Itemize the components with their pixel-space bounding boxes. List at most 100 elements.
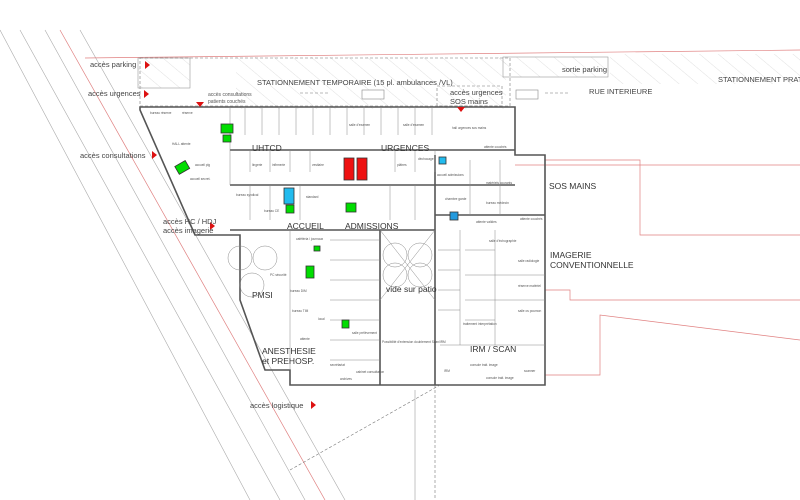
access-sos-label: SOS mains [450,97,488,106]
lift-red [343,157,355,181]
ambulance-icon [515,89,539,100]
access-consultations-label: accès consultations [80,151,146,160]
room-label: chambre garde [445,197,467,201]
stair-core [305,265,315,279]
access-arrows [144,61,465,409]
access-arrow-icon [152,151,157,159]
access-arrow-icon [457,107,465,112]
sortie-parking-label: sortie parking [562,65,607,74]
room-label: bureau TIM [292,309,309,313]
room-label: console trait. image [486,376,514,380]
zone-imagerie: CONVENTIONNELLE [550,260,634,270]
access-imagerie-label: accès imagerie [163,226,213,235]
room-label: IRM [444,369,450,373]
room-label: vestiaire [312,163,324,167]
parking-area-praticiens [610,54,800,84]
zone-patio: vide sur patio [386,284,437,294]
access-logistique-label: accès logistique [250,401,303,410]
room-label: bureau médecin [486,201,509,205]
stair-core [345,202,357,213]
access-consult-couches-label: accès consultations [208,92,252,98]
parking-p-icon [449,211,459,221]
stair-core [174,159,191,175]
rue-interieure-label: RUE INTERIEURE [589,87,652,96]
patio-void [379,229,436,301]
room-label: salle prélèvement [352,331,377,335]
room-label: cafétéria / journaux [296,237,324,241]
room-label: lingerie [252,163,263,167]
access-hc-hdj-label: accès HC / HDJ [163,217,217,226]
parking-area-sortie [502,56,609,78]
lift-cyan [283,187,295,205]
tree [252,245,278,271]
zone-uhtcd: UHTCD [252,143,282,153]
zone-anesthesie: ANESTHESIE [262,346,316,356]
room-label: bureau CE [264,209,279,213]
access-arrow-icon [196,102,204,107]
room-label: bureau syndical [236,193,259,197]
room-label: salle d'échographie [489,239,517,243]
room-label: PC sécurité [270,273,287,277]
lift-red [356,157,368,181]
room-label: salle os poumon [518,309,541,313]
stationnement-praticiens-label: STATIONNEMENT PRATICIENS S [718,75,800,84]
zone-accueil: ACCUEIL [287,221,324,231]
ambulance-icon [361,89,385,100]
zone-imagerie: IMAGERIE [550,250,592,260]
access-arrow-icon [145,61,150,69]
room-label: accueil plg [195,163,210,167]
room-labels: bureau réserve réserve HALL attente accu… [150,111,543,381]
room-label: bureau réserve [150,111,172,115]
site-boundary [84,49,800,59]
parking-area-temp [236,57,506,109]
room-partitions [244,107,545,361]
room-label: scanner [524,369,536,373]
access-arrow-icon [210,222,215,230]
stair-core [222,134,232,143]
room-label: salle radiologie [518,259,539,263]
room-label: HALL attente [172,142,191,146]
stair-core [285,204,295,214]
lift-cyan [438,156,447,165]
room-label: déchocage [418,157,434,161]
access-arrow-icon [311,401,316,409]
stair-core [220,123,234,134]
zone-anesthesie: et PREHOSP. [262,356,314,366]
room-label: attente [300,337,310,341]
access-arrow-icon [144,90,149,98]
room-label: salle d'examen [403,123,424,127]
room-label: attente couchés [520,217,543,221]
room-label: matériels courants [486,181,512,185]
room-label: accueil secret. [190,177,210,181]
room-label: cabinet consultation [356,370,384,374]
room-label: archives [340,377,352,381]
zone-irm-scan: IRM / SCAN [470,344,516,354]
zone-pmsi: PMSI [252,290,273,300]
access-consult-couches-label: patients couchés [208,99,246,105]
room-label: plâtres [397,163,407,167]
access-urgences-label: accès urgences [88,89,141,98]
room-label: attente couchés [484,145,507,149]
zone-urgences: URGENCES [381,143,430,153]
room-label: accueil admissions [437,173,464,177]
room-label: salle d'examen [349,123,370,127]
access-parking-label: accès parking [90,60,136,69]
room-label: bureau DIM [290,289,307,293]
stair-core [313,245,321,252]
tree [227,245,253,271]
room-label: local [318,317,325,321]
room-label: réserve matériel [518,284,541,288]
room-label: attente valides [476,220,497,224]
room-label: traitement interprétation [463,322,497,326]
room-label: standard [306,195,319,199]
road-lines [0,29,346,500]
zone-sos-mains: SOS MAINS [549,181,597,191]
room-label: infirmerie [272,163,285,167]
tree [239,272,265,298]
room-label: hall urgences sos mains [452,126,487,130]
zone-admissions: ADMISSIONS [345,221,399,231]
stationnement-temporaire-label: STATIONNEMENT TEMPORAIRE (15 pl. ambulan… [257,78,453,87]
building-walls [139,106,546,386]
room-label: secrétariat [330,363,345,367]
